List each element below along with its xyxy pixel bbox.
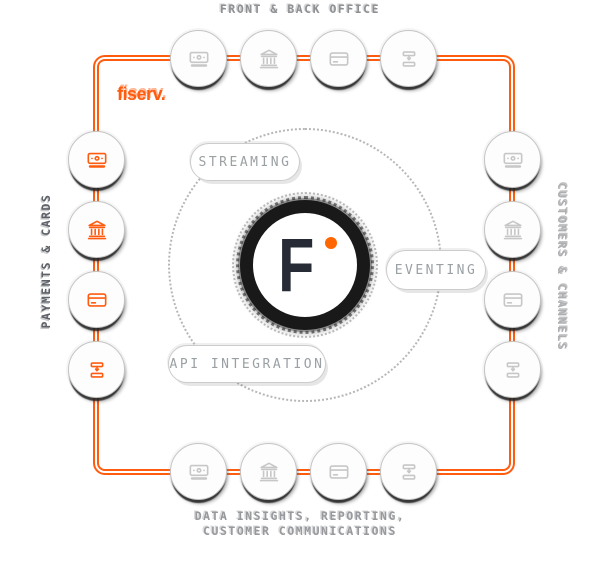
pill-streaming: STREAMING: [190, 143, 300, 181]
node-top-1: [170, 30, 227, 87]
banknote-icon: [189, 51, 208, 67]
credit-card-icon: [329, 51, 348, 66]
workflow-icon: [402, 50, 415, 67]
node-left-4: [68, 341, 125, 398]
credit-card-icon: [503, 292, 522, 307]
node-right-3: [484, 271, 541, 328]
node-top-3: [310, 30, 367, 87]
label-data-insights: DATA INSIGHTS, REPORTING, CUSTOMER COMMU…: [0, 509, 600, 539]
banknote-icon: [87, 152, 106, 168]
fiserv-logo: fiserv.: [117, 84, 166, 104]
node-left-3: [68, 271, 125, 328]
workflow-icon: [506, 361, 519, 378]
banknote-icon: [189, 464, 208, 480]
workflow-icon: [402, 463, 415, 480]
node-top-4: [380, 30, 437, 87]
bank-icon: [503, 220, 522, 239]
pill-api-integration: API INTEGRATION: [168, 345, 326, 383]
node-bottom-1: [170, 443, 227, 500]
node-left-2: [68, 201, 125, 258]
label-data-insights-line1: DATA INSIGHTS, REPORTING,: [194, 509, 406, 523]
label-payments-cards: PAYMENTS & CARDS: [39, 193, 53, 329]
node-left-1: [68, 131, 125, 188]
node-right-4: [484, 341, 541, 398]
orange-loop-border: [93, 55, 515, 475]
fiserv-f-mark: F: [253, 213, 357, 317]
credit-card-icon: [87, 292, 106, 307]
label-front-back-office: FRONT & BACK OFFICE: [219, 2, 381, 16]
node-right-2: [484, 201, 541, 258]
banknote-icon: [503, 152, 522, 168]
orange-dot-icon: [325, 237, 337, 249]
label-customers-channels: CUSTOMERS & CHANNELS: [555, 182, 569, 352]
node-bottom-3: [310, 443, 367, 500]
fiserv-hub-circle: F: [232, 192, 378, 338]
node-bottom-4: [380, 443, 437, 500]
bank-icon: [259, 462, 278, 481]
node-right-1: [484, 131, 541, 188]
bank-icon: [87, 220, 106, 239]
workflow-icon: [90, 361, 103, 378]
hub-f-letter: F: [277, 223, 315, 308]
node-top-2: [240, 30, 297, 87]
node-bottom-2: [240, 443, 297, 500]
pill-eventing: EVENTING: [386, 250, 486, 290]
label-data-insights-line2: CUSTOMER COMMUNICATIONS: [203, 524, 397, 538]
bank-icon: [259, 49, 278, 68]
credit-card-icon: [329, 464, 348, 479]
